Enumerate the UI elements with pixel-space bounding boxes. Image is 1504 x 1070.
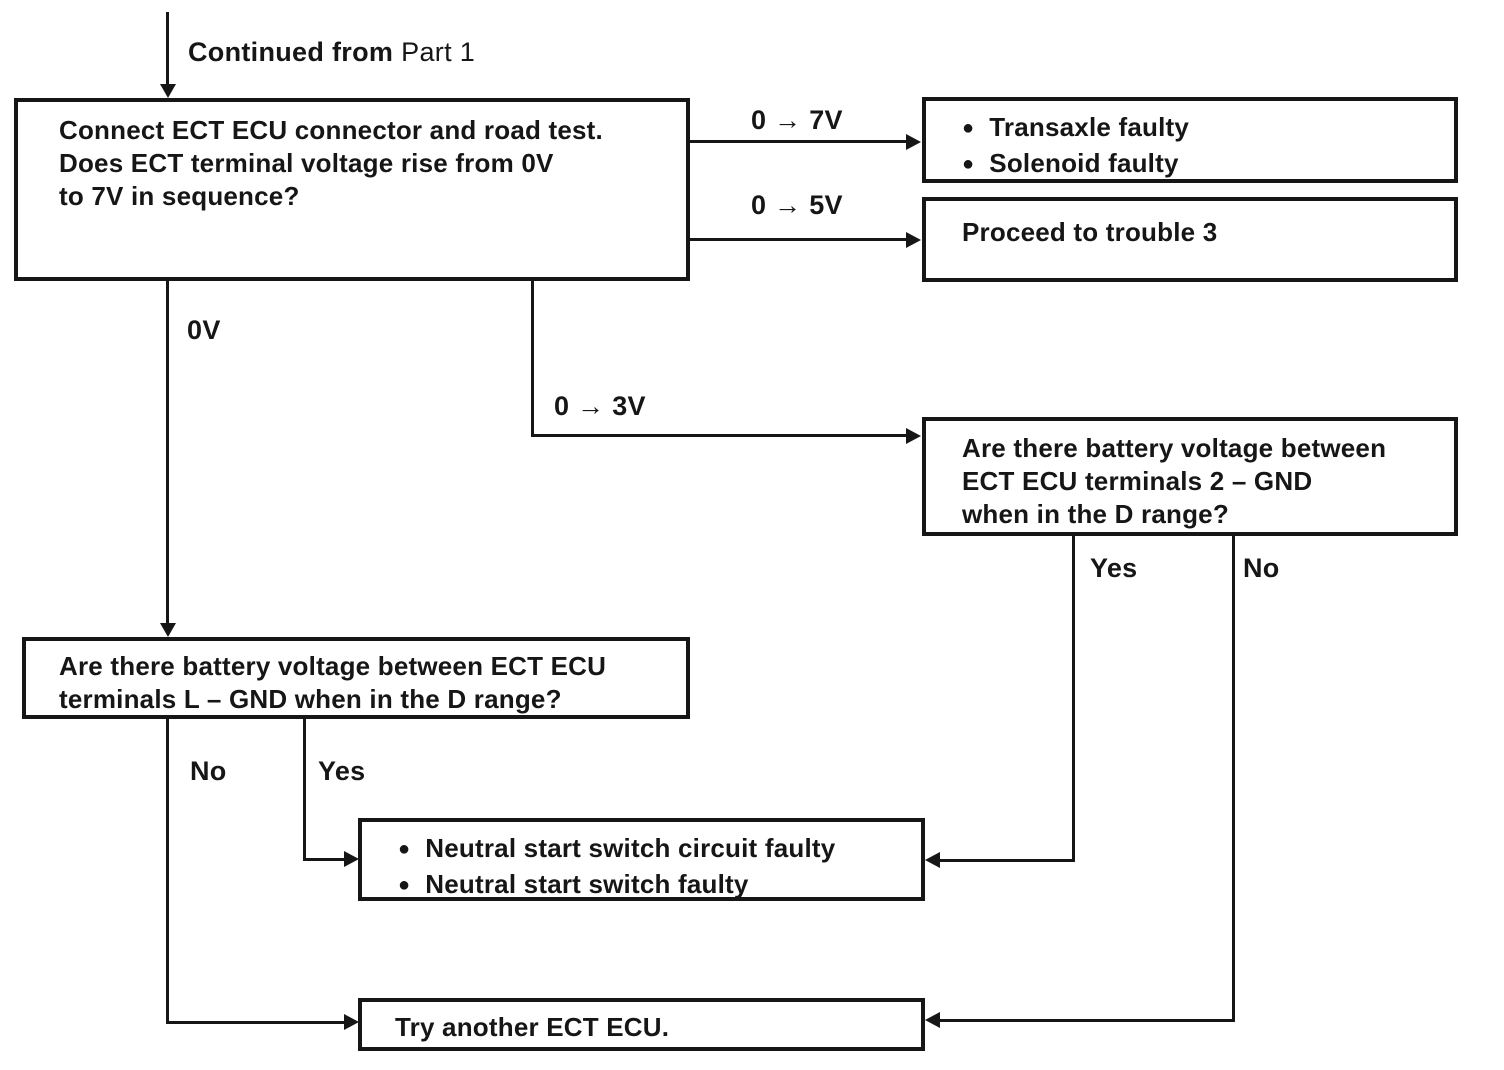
- bullet-icon: ●: [962, 117, 975, 139]
- bullet-icon: ●: [398, 874, 411, 896]
- node-text-line: Try another ECT ECU.: [395, 1012, 670, 1042]
- arrowhead-tl-yes-icon: [344, 851, 359, 867]
- arrowhead-entry-icon: [160, 84, 176, 98]
- edge-line-tl-yes-horizontal: [303, 858, 344, 861]
- bullet-item: ● Transaxle faulty: [962, 111, 1442, 147]
- arrowhead-0-7v-icon: [906, 134, 921, 150]
- edge-entry-line: [166, 12, 169, 86]
- edge-line-tl-no-horizontal: [166, 1021, 344, 1024]
- edge-label-t2-yes: Yes: [1090, 553, 1138, 583]
- node-text-line: Are there battery voltage between ECT EC…: [59, 651, 607, 681]
- edge-line-t2-no-vertical: [1232, 535, 1235, 1022]
- edge-line-0-3v-horizontal: [531, 434, 908, 437]
- node-try-another-ect-ecu: Try another ECT ECU.: [358, 998, 925, 1051]
- node-text-line: Transaxle faulty: [989, 112, 1190, 142]
- node-text-line: Neutral start switch circuit faulty: [425, 833, 836, 863]
- node-text-line: terminals L – GND when in the D range?: [59, 684, 562, 714]
- edge-line-0-3v-vertical: [531, 280, 534, 437]
- edge-label-t2-no: No: [1243, 553, 1280, 583]
- edge-line-0-7v: [690, 140, 908, 143]
- edge-line-t2-no-horizontal: [940, 1019, 1235, 1022]
- node-text-line: ECT ECU terminals 2 – GND: [962, 466, 1313, 496]
- edge-line-0-5v: [690, 238, 908, 241]
- bullet-item: ● Neutral start switch faulty: [398, 868, 909, 904]
- edge-label-0v: 0V: [187, 315, 221, 345]
- node-text-line: Solenoid faulty: [989, 148, 1179, 178]
- edge-label-tl-no: No: [190, 756, 227, 786]
- node-text-line: Neutral start switch faulty: [425, 869, 749, 899]
- edge-label-0-7v: 0 → 7V: [751, 105, 843, 135]
- arrowhead-0-3v-icon: [906, 428, 921, 444]
- arrowhead-t2-no-icon: [925, 1012, 940, 1028]
- bullet-item: ● Solenoid faulty: [962, 147, 1442, 183]
- arrowhead-tl-no-icon: [344, 1014, 359, 1030]
- node-proceed-trouble-3: Proceed to trouble 3: [922, 197, 1458, 282]
- edge-line-tl-yes-vertical: [303, 718, 306, 861]
- bullet-icon: ●: [398, 838, 411, 860]
- continued-note-part: Part 1: [401, 37, 476, 67]
- arrowhead-0-5v-icon: [906, 232, 921, 248]
- edge-line-t2-yes-horizontal: [940, 859, 1075, 862]
- node-text-line: when in the D range?: [962, 499, 1229, 529]
- edge-line-0v: [166, 280, 169, 624]
- node-transaxle-solenoid-faulty: ● Transaxle faulty ● Solenoid faulty: [922, 97, 1458, 183]
- node-battery-terminals-l-gnd: Are there battery voltage between ECT EC…: [22, 637, 690, 719]
- node-neutral-start-switch-faulty: ● Neutral start switch circuit faulty ● Ne…: [358, 818, 925, 901]
- node-connect-road-test: Connect ECT ECU connector and road test.…: [14, 98, 690, 281]
- arrowhead-t2-yes-icon: [925, 852, 940, 868]
- node-text-line: to 7V in sequence?: [59, 181, 300, 211]
- continued-note-bold: Continued from: [188, 37, 394, 67]
- node-text-line: Proceed to trouble 3: [962, 217, 1218, 247]
- node-text-line: Are there battery voltage between: [962, 433, 1387, 463]
- edge-line-t2-yes-vertical: [1072, 535, 1075, 862]
- edge-label-tl-yes: Yes: [318, 756, 366, 786]
- node-text-line: Does ECT terminal voltage rise from 0V: [59, 148, 554, 178]
- bullet-icon: ●: [962, 153, 975, 175]
- node-battery-terminals-2-gnd: Are there battery voltage between ECT EC…: [922, 417, 1458, 536]
- edge-line-tl-no-vertical: [166, 718, 169, 1024]
- bullet-item: ● Neutral start switch circuit faulty: [398, 832, 909, 868]
- edge-label-0-3v: 0 → 3V: [554, 391, 646, 421]
- node-text-line: Connect ECT ECU connector and road test.: [59, 115, 603, 145]
- edge-label-0-5v: 0 → 5V: [751, 190, 843, 220]
- arrowhead-0v-icon: [160, 623, 176, 637]
